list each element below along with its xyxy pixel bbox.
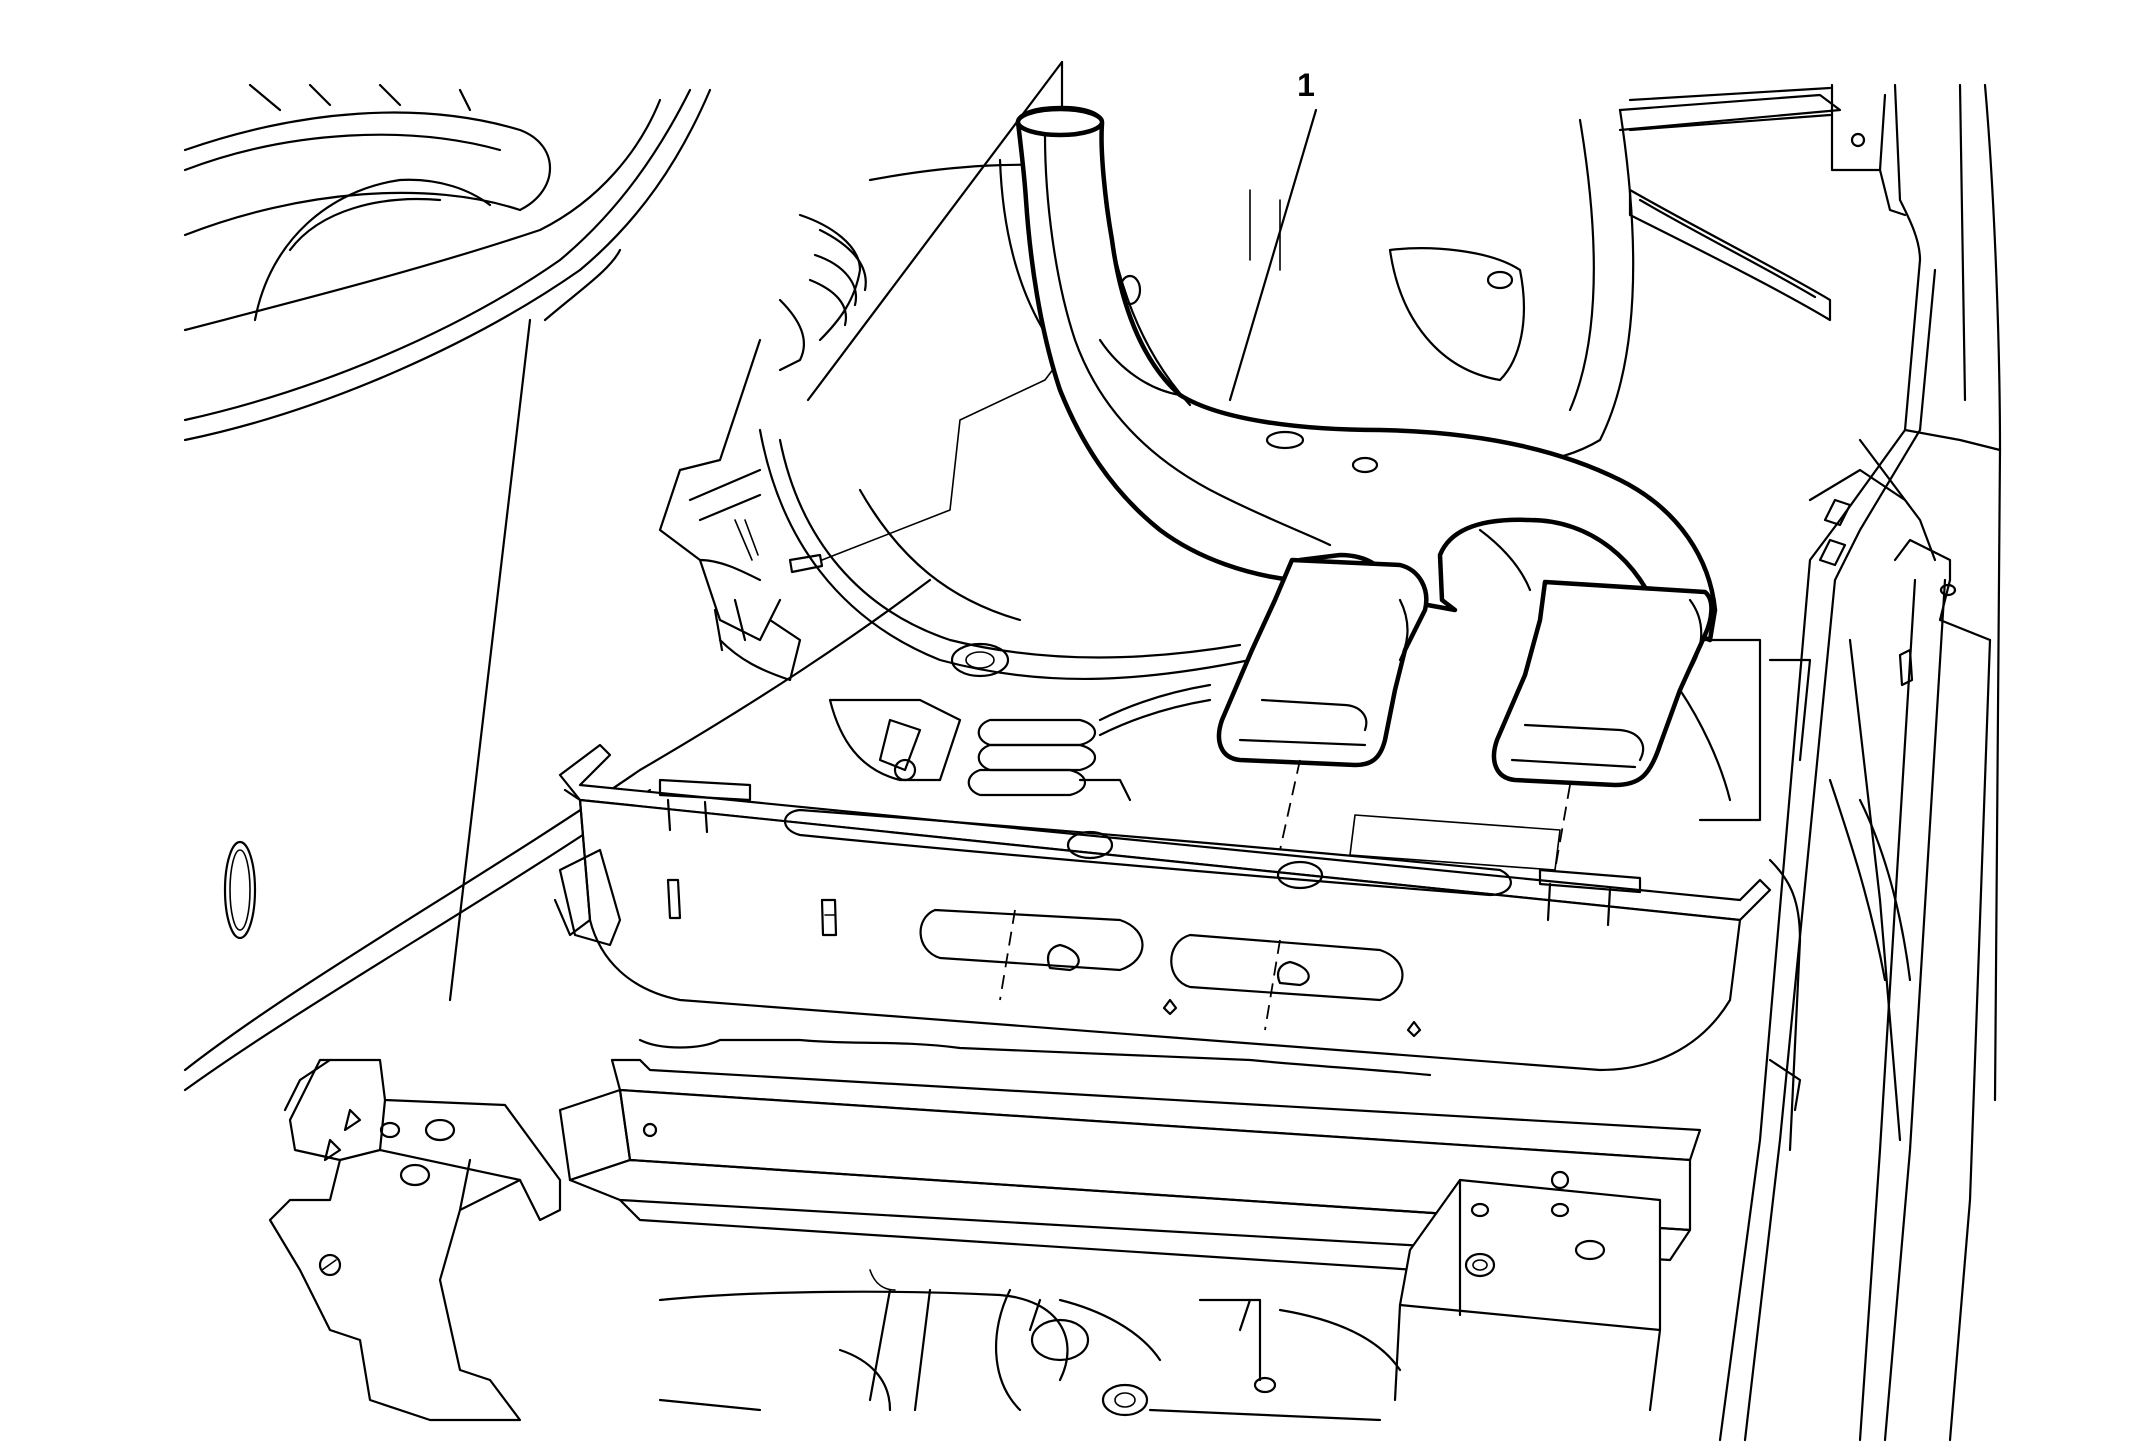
fastener-screw xyxy=(788,359,1061,574)
seat-anchor-bracket-right xyxy=(1393,1178,1662,1412)
lower-floor-details xyxy=(658,1269,1402,1422)
callout-label-1: 1 xyxy=(1297,67,1315,103)
rear-floor-air-duct xyxy=(1015,105,1718,871)
left-wheelhouse xyxy=(183,83,932,1092)
seat-anchor-bracket-left xyxy=(268,1058,562,1422)
left-bracket-assembly xyxy=(658,213,867,682)
seat-rail-rear xyxy=(558,1038,1702,1287)
right-rocker-pillar xyxy=(1718,83,2002,1442)
seat-crossmember-front xyxy=(553,743,1772,1072)
